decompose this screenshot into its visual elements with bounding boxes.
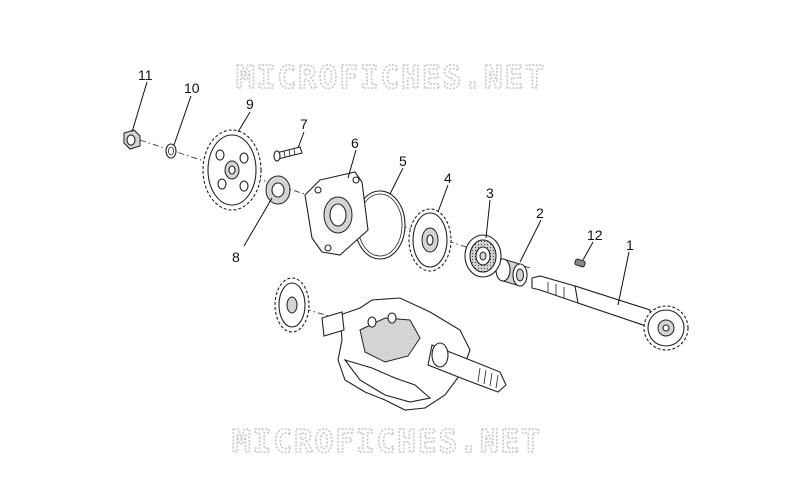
callout-6: 6 [351,135,359,151]
leader-lines [131,81,630,306]
part-12-pin [574,258,586,268]
callout-12: 12 [587,227,603,243]
callout-5: 5 [399,153,407,169]
part-4-gear [408,208,452,272]
part-10-circlip [165,143,177,159]
crankshaft-gear [274,277,310,333]
part-6-cover-plate [304,171,369,256]
crankshaft-assembly [274,277,507,411]
part-2-bushing [495,258,528,287]
callout-3: 3 [486,185,494,201]
callout-7: 7 [300,116,308,132]
callout-10: 10 [184,80,200,96]
callout-8: 8 [232,249,240,265]
callout-labels: 1 2 3 4 5 6 7 8 9 10 11 12 [138,67,634,265]
part-7-screw [273,146,303,162]
watermark-top: MICROFICHES.NET [236,60,546,96]
callout-4: 4 [444,170,452,186]
part-1-gear [643,305,689,351]
part-1-balancer-shaft [531,275,689,351]
part-9-large-gear [202,129,262,211]
callout-11: 11 [138,67,153,83]
part-11-nut [123,129,141,150]
callout-9: 9 [246,96,254,112]
watermark-bottom: MICROFICHES.NET [232,424,542,460]
part-8-washer [265,175,291,205]
part-3-bearing [464,234,502,278]
callout-2: 2 [536,205,544,221]
callout-1: 1 [626,237,634,253]
